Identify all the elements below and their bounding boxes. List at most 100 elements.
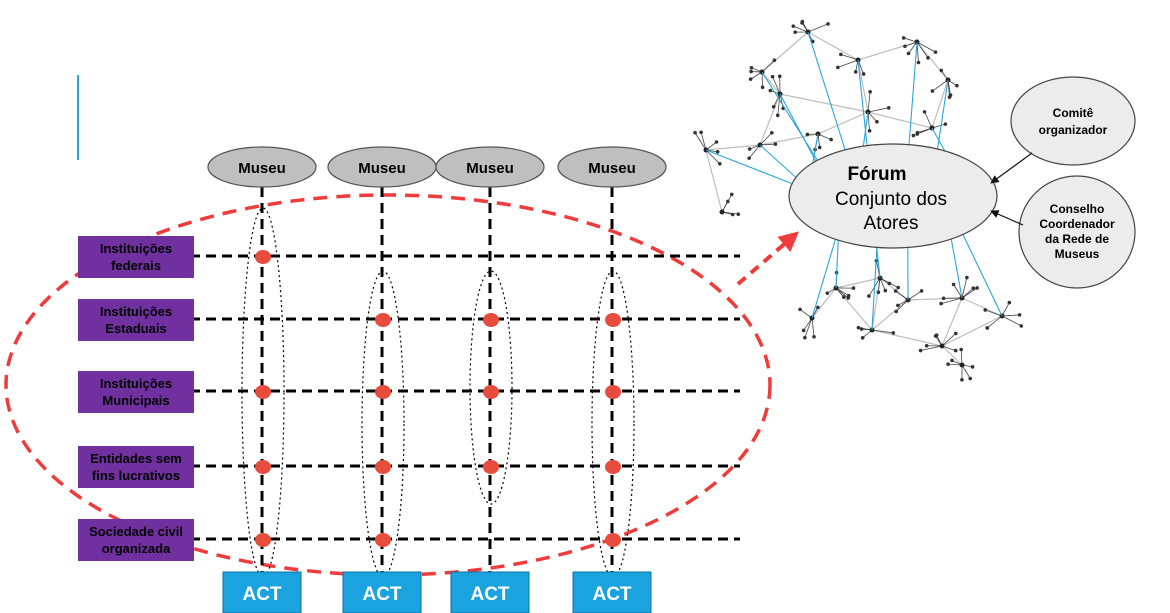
network-spoke	[835, 287, 849, 299]
network-leaf-node	[867, 129, 872, 133]
network-leaf-node	[875, 119, 879, 124]
network-spoke	[867, 107, 889, 113]
network-spoke	[761, 59, 775, 73]
network-leaf-node	[846, 296, 850, 300]
network-leaf-node	[886, 106, 891, 110]
council-label-line: Coordenador	[1039, 217, 1115, 231]
network-leaf-node	[876, 290, 881, 295]
network-spoke	[986, 315, 1003, 329]
forum-link	[811, 239, 837, 319]
forum-link	[908, 41, 918, 145]
institution-label-line: Entidades sem	[90, 451, 182, 466]
museum-ellipse	[435, 146, 545, 188]
network-spoke	[1001, 314, 1020, 317]
museum-ellipse	[557, 146, 667, 188]
network-spoke	[961, 277, 968, 299]
museum-group-dotted-ellipse	[469, 270, 513, 505]
network-spoke	[867, 111, 870, 131]
network-spoke	[960, 349, 963, 366]
network-link	[871, 299, 909, 331]
network-spoke	[941, 297, 963, 304]
network-leaf-node	[1019, 324, 1024, 328]
network-spoke	[804, 317, 813, 338]
network-leaf-node	[777, 74, 782, 79]
network-spoke	[961, 364, 971, 379]
council-label-line: Conselho	[1050, 202, 1105, 216]
network-leaf-node	[747, 147, 752, 151]
museum-ellipse	[207, 146, 317, 188]
network-leaf-node	[768, 88, 773, 93]
network-leaf-node	[729, 192, 734, 197]
participation-dot	[255, 460, 271, 474]
network-spoke	[895, 290, 909, 301]
network-leaf-node	[941, 296, 946, 301]
network-link	[867, 111, 933, 129]
network-leaf-node	[893, 289, 898, 293]
network-spoke	[857, 59, 864, 75]
network-leaf-node	[960, 378, 964, 382]
network-leaf-node	[693, 130, 697, 135]
network-link	[835, 277, 881, 289]
network-leaf-node	[894, 309, 898, 314]
network-spoke	[748, 144, 761, 159]
network-leaf-node	[736, 212, 741, 216]
network-spoke	[759, 143, 776, 146]
museum-group-dotted-ellipse	[241, 207, 285, 578]
forum-link	[759, 144, 797, 178]
participation-dot	[375, 533, 391, 547]
network-leaf-node	[699, 130, 703, 135]
network-leaf-node	[859, 327, 864, 331]
network-leaf-node	[924, 343, 929, 348]
committee-ellipse	[1010, 76, 1136, 166]
participation-dot	[605, 460, 621, 474]
network-leaf-node	[817, 145, 822, 150]
participation-dot	[375, 313, 391, 327]
network-spoke	[721, 194, 733, 213]
network-leaf-node	[851, 286, 856, 290]
network-spoke	[811, 317, 815, 337]
network-leaf-node	[853, 70, 858, 74]
institution-label-line: Municipais	[102, 393, 169, 408]
network-leaf-node	[919, 289, 924, 293]
network-leaf-node	[826, 22, 830, 26]
network-leaf-node	[760, 85, 765, 90]
network-leaf-node	[825, 291, 830, 295]
forum-link	[835, 240, 839, 289]
network-spoke	[917, 127, 933, 134]
network-leaf-node	[922, 110, 927, 114]
network-leaf-node	[948, 93, 953, 97]
network-spoke	[985, 309, 1003, 317]
forum-link	[862, 111, 869, 147]
network-leaf-node	[946, 362, 950, 366]
network-leaf-node	[816, 305, 820, 310]
network-leaf-node	[975, 286, 979, 290]
network-link	[817, 111, 869, 135]
council-label-line: da Rede de	[1045, 232, 1109, 246]
network-spoke	[867, 91, 871, 113]
network-spoke	[941, 333, 957, 347]
network-link	[807, 31, 859, 61]
network-leaf-node	[867, 294, 871, 298]
network-hub-node	[939, 343, 945, 349]
network-leaf-node	[800, 19, 805, 24]
network-link	[705, 149, 723, 213]
museum-label: Museu	[466, 160, 514, 177]
network-link	[705, 144, 761, 151]
network-spoke	[803, 317, 813, 331]
network-spoke	[895, 299, 909, 312]
network-leaf-node	[773, 142, 778, 146]
forum-link	[962, 234, 1003, 317]
network-leaf-node	[916, 60, 921, 65]
institution-label-line: Instituições	[100, 304, 172, 319]
network-leaf-node	[939, 68, 944, 73]
forum-subtitle-line: Atores	[864, 213, 919, 234]
network-leaf-node	[911, 133, 916, 138]
museum-group-dotted-ellipse	[361, 270, 405, 578]
network-leaf-node	[1007, 300, 1012, 305]
network-leaf-node	[883, 288, 888, 293]
network-spoke	[705, 149, 721, 165]
forum-link	[812, 133, 819, 163]
participation-dot	[605, 533, 621, 547]
act-label: ACT	[242, 584, 281, 605]
